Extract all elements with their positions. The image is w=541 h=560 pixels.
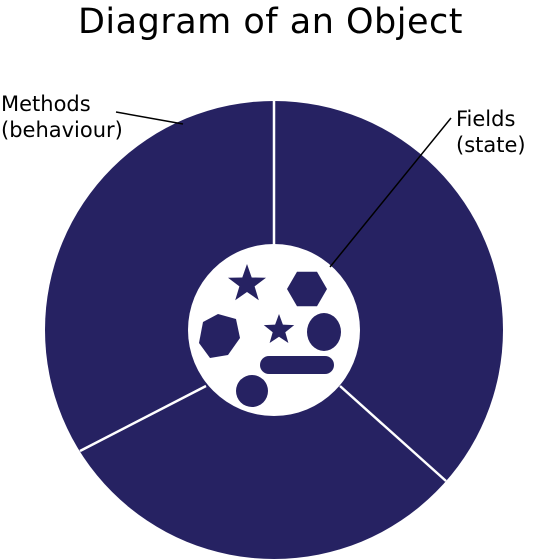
- oval-icon: [307, 313, 341, 351]
- heptagon-icon: [199, 314, 240, 358]
- methods-label-line1: Methods: [1, 92, 91, 116]
- fields-label-line1: Fields: [456, 107, 516, 131]
- methods-label: Methods (behaviour): [1, 91, 123, 143]
- star-small-icon: [263, 314, 295, 343]
- star-icon: [228, 264, 266, 301]
- diagram-title: Diagram of an Object: [77, 2, 463, 42]
- ring-divider-left: [79, 384, 207, 453]
- fields-label: Fields (state): [456, 106, 526, 158]
- ring-divider-right: [339, 385, 447, 482]
- pill-icon: [260, 356, 334, 374]
- methods-leader-line: [115, 111, 184, 125]
- methods-label-line2: (behaviour): [1, 118, 123, 142]
- circle-icon: [236, 375, 268, 407]
- hexagon-icon: [287, 271, 327, 307]
- fields-leader-line: [329, 117, 452, 268]
- fields-label-line2: (state): [456, 133, 526, 157]
